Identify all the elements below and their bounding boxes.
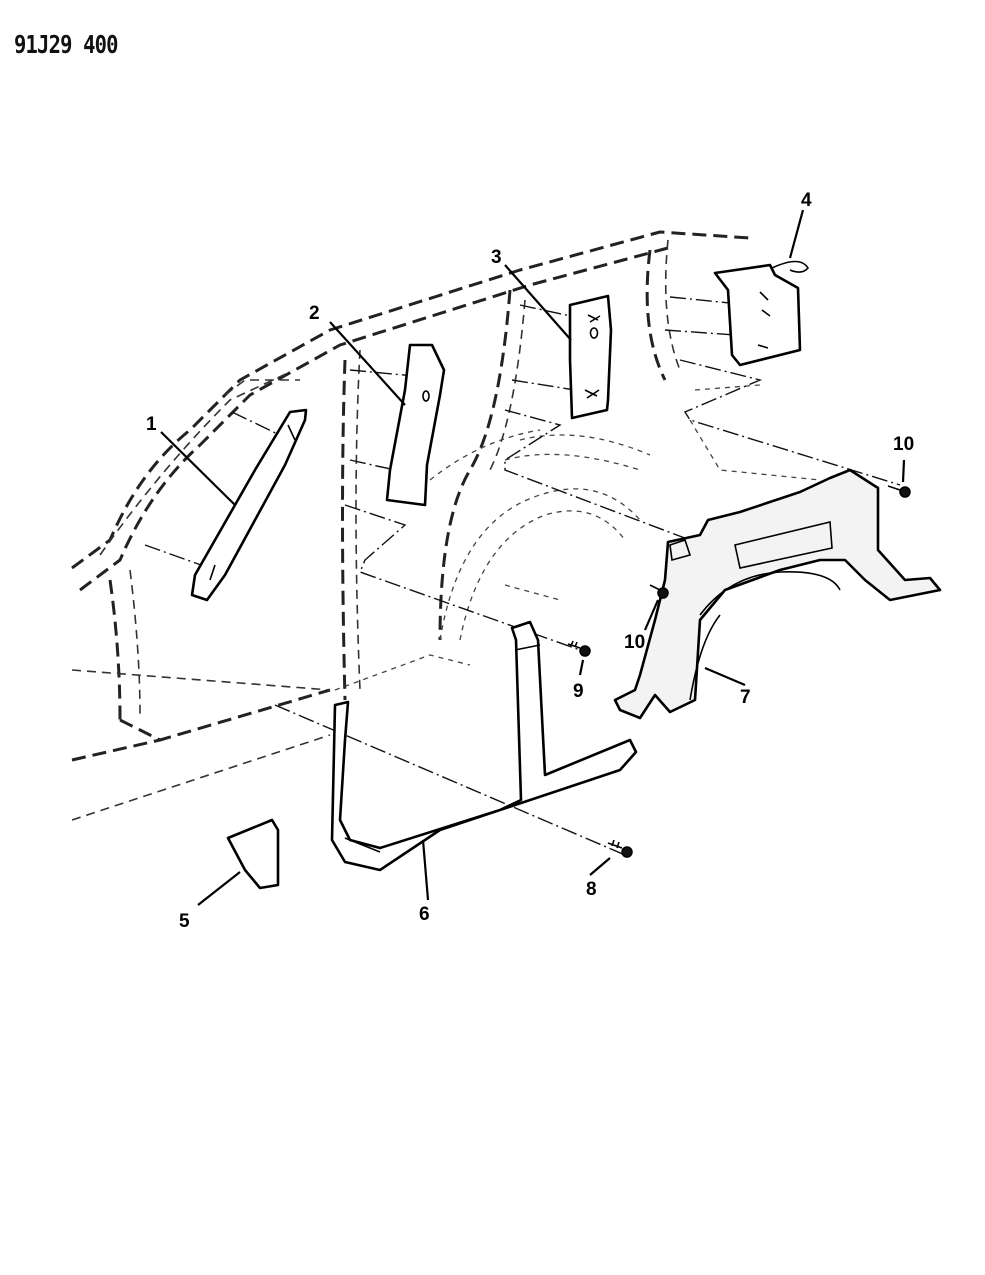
fastener-9 bbox=[567, 640, 591, 657]
callout-7: 7 bbox=[740, 687, 751, 708]
callout-3: 3 bbox=[491, 247, 502, 268]
fastener-10-upper bbox=[887, 485, 911, 498]
part-5-cowl-trim bbox=[226, 818, 280, 890]
part-2-b-pillar-trim bbox=[385, 343, 446, 507]
callout-9: 9 bbox=[573, 681, 584, 702]
callout-10-lower: 10 bbox=[624, 632, 645, 653]
callout-pointers bbox=[160, 209, 906, 906]
callout-labels: 1 2 3 4 5 6 7 8 9 10 10 bbox=[146, 190, 914, 932]
part-6-sill-plate bbox=[330, 620, 638, 872]
part-3-c-pillar-trim bbox=[568, 294, 613, 420]
fastener-8 bbox=[607, 839, 633, 858]
part-4-d-pillar-trim bbox=[713, 260, 809, 367]
part-1-a-pillar-trim bbox=[190, 408, 308, 602]
diagram-code: 91J29 400 bbox=[14, 30, 119, 59]
callout-10-upper: 10 bbox=[893, 434, 914, 455]
callout-2: 2 bbox=[309, 303, 320, 324]
callout-6: 6 bbox=[419, 904, 430, 925]
vehicle-body-outline bbox=[71, 230, 821, 821]
fastener-10-lower bbox=[649, 584, 669, 599]
callout-4: 4 bbox=[801, 190, 812, 211]
part-7-quarter-trim-panel bbox=[613, 468, 942, 720]
callout-8: 8 bbox=[586, 879, 597, 900]
callout-1: 1 bbox=[146, 414, 157, 435]
callout-5: 5 bbox=[179, 911, 190, 932]
